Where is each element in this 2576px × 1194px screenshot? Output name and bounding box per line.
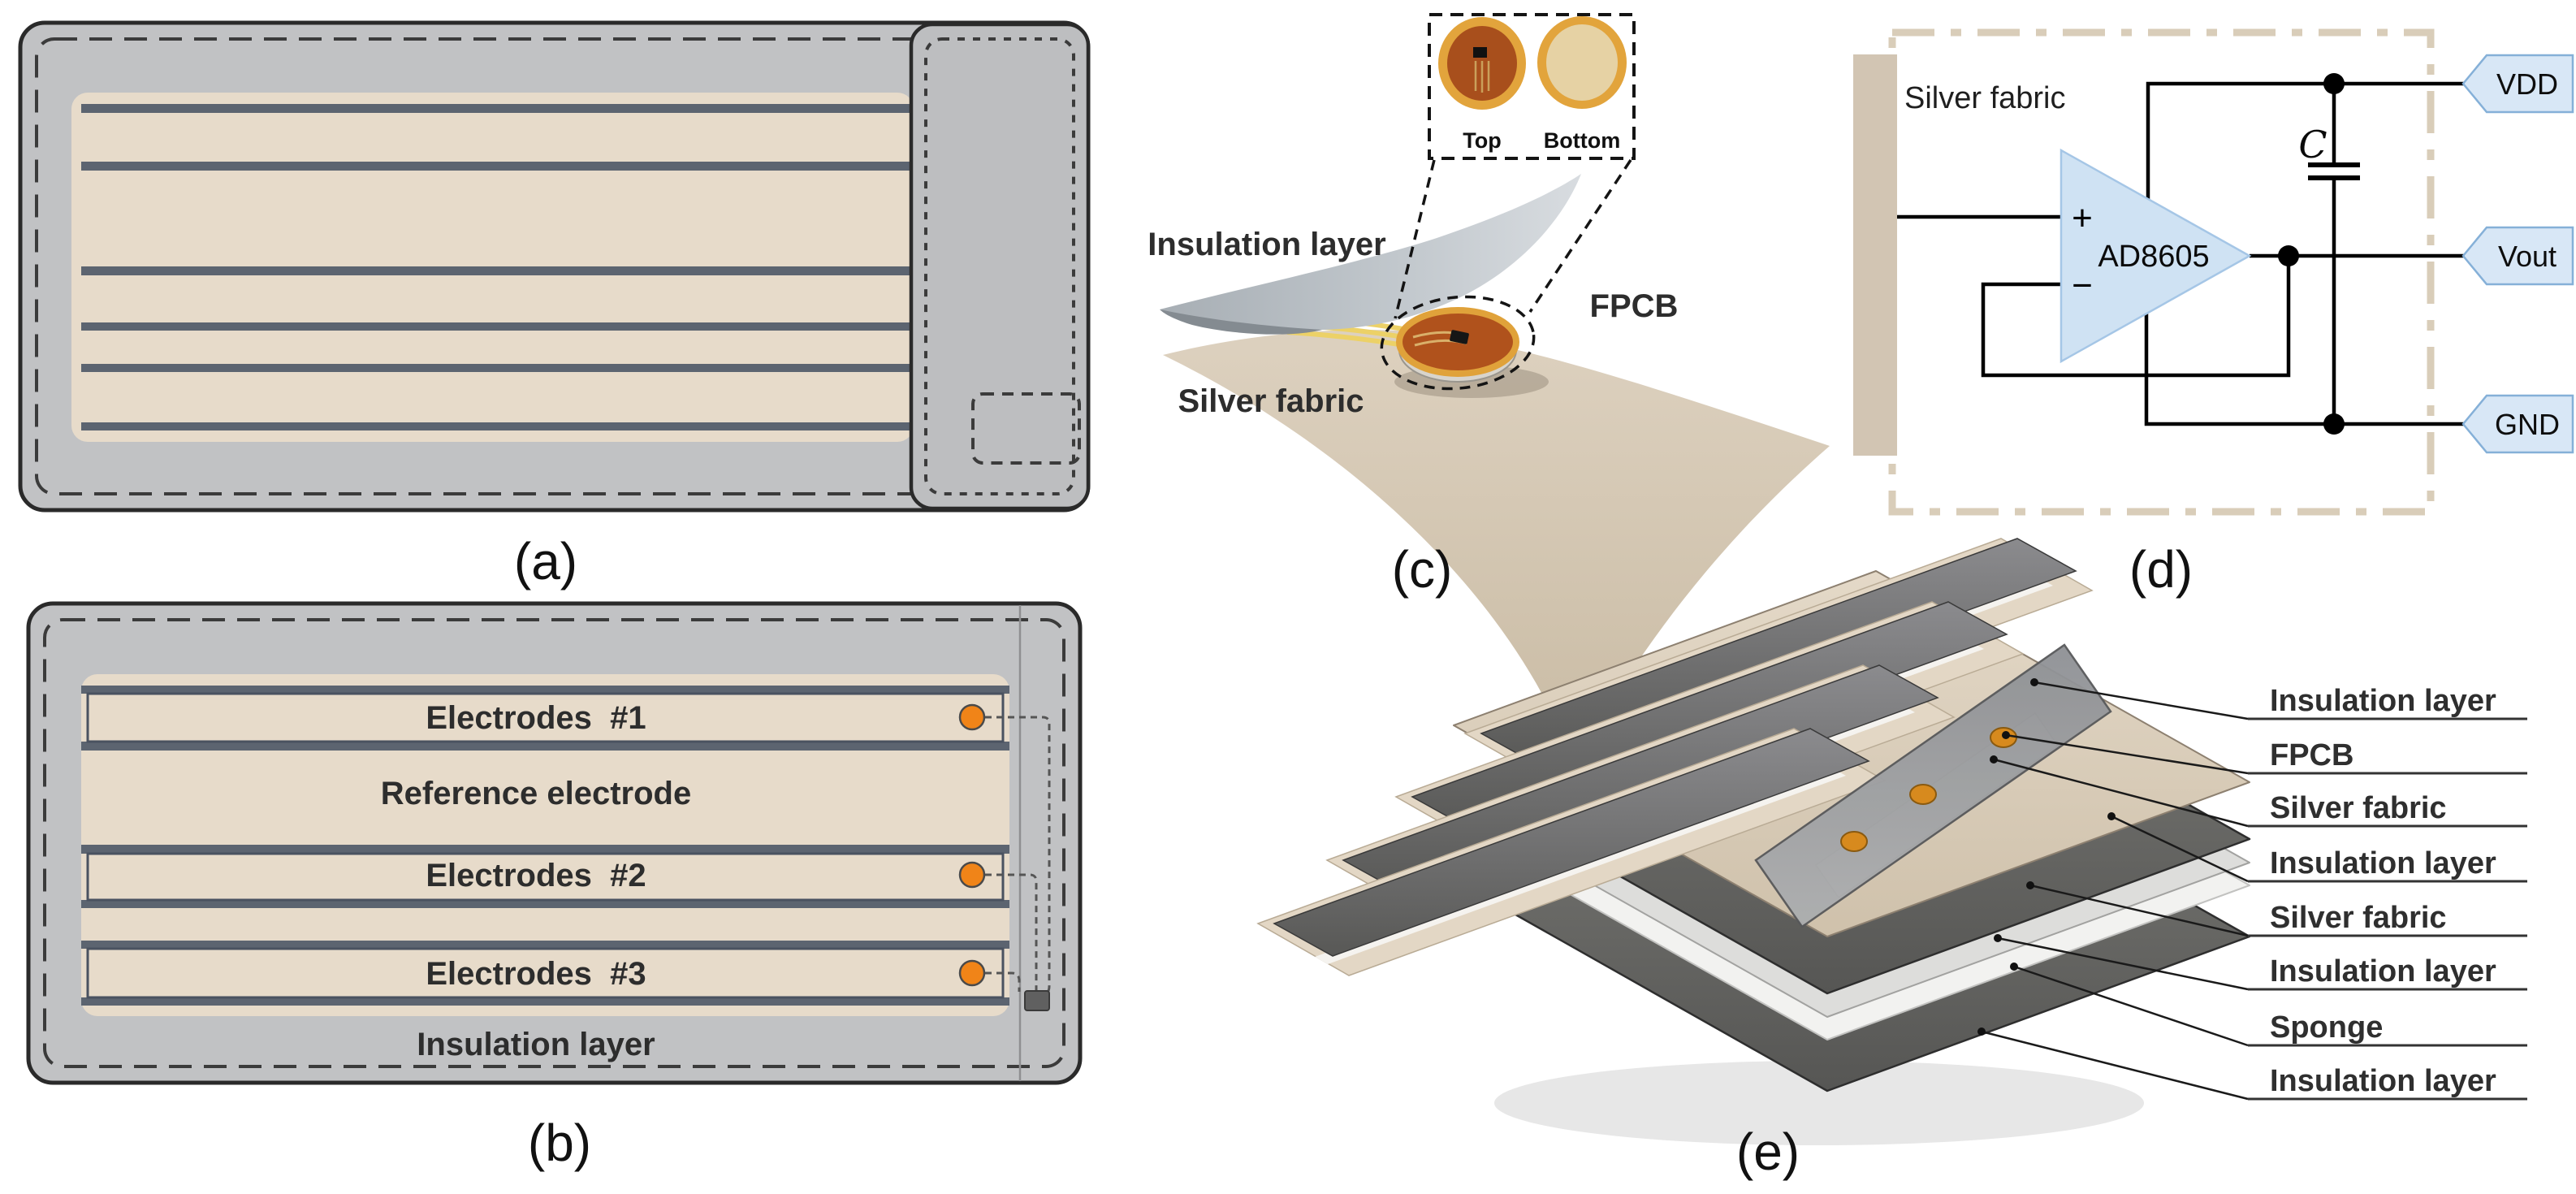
gnd-label: GND xyxy=(2495,408,2560,441)
electrodes-1-label: Electrodes #1 xyxy=(426,700,646,736)
silver-fabric-label-d: Silver fabric xyxy=(1904,81,2066,115)
pad-dot-1 xyxy=(958,703,986,731)
photo-top-view xyxy=(1438,17,1526,110)
wire-vdd-rail xyxy=(2146,81,2466,200)
opamp-part-number: AD8605 xyxy=(2098,240,2209,274)
junction-dot-output xyxy=(2278,245,2299,266)
caption-b: (b) xyxy=(528,1114,591,1172)
sensor-chip-icon xyxy=(1450,330,1469,344)
pad-dot-2 xyxy=(958,861,986,889)
layer-label-0: Insulation layer xyxy=(2270,684,2496,718)
layer-label-5: Insulation layer xyxy=(2270,954,2496,989)
photo-bottom-view xyxy=(1537,16,1627,109)
electrodes-2-label: Electrodes #2 xyxy=(426,858,646,893)
insulation-layer-label-b: Insulation layer xyxy=(417,1027,655,1062)
electrode-band-3 xyxy=(86,947,1005,999)
panel-a: (a) xyxy=(18,20,1091,591)
circuit-wires xyxy=(1897,73,2466,435)
projection-line-right xyxy=(1528,159,1632,313)
electrodes-3-label: Electrodes #3 xyxy=(426,956,646,992)
chip-icon xyxy=(1473,47,1487,58)
silver-fabric-electrode-bar xyxy=(1853,54,1897,456)
vdd-label: VDD xyxy=(2496,67,2558,101)
caption-d: (d) xyxy=(2129,540,2193,599)
port-tag-vdd: VDD xyxy=(2461,54,2574,114)
port-tag-vout: Vout xyxy=(2461,226,2574,286)
layer-label-1: FPCB xyxy=(2270,738,2353,772)
stitch-border-a xyxy=(35,37,1055,495)
wire-gnd-rail xyxy=(2144,314,2466,426)
fpcb-disc xyxy=(1396,307,1519,383)
panel-d: Silver fabric + − AD8605 C VDD xyxy=(1853,28,2574,599)
stack-shadow xyxy=(1494,1061,2144,1145)
layer-leader-lines xyxy=(1977,678,2249,1101)
fpcb-label-c: FPCB xyxy=(1590,288,1679,324)
port-tag-gnd: GND xyxy=(2461,394,2574,454)
caption-e: (e) xyxy=(1736,1123,1800,1181)
caption-a: (a) xyxy=(514,532,577,591)
junction-dot-gnd xyxy=(2323,413,2345,435)
layer-label-6: Sponge xyxy=(2270,1010,2383,1045)
vout-label: Vout xyxy=(2498,240,2557,273)
connector-flap-a xyxy=(909,22,1091,511)
electrode-bars-a xyxy=(81,104,911,430)
electrode-band-1 xyxy=(86,692,1005,743)
layer-labels: Insulation layer FPCB Silver fabric Insu… xyxy=(2248,684,2527,1101)
layer-label-2: Silver fabric xyxy=(2270,791,2447,825)
insulation-layer-label-c: Insulation layer xyxy=(1148,227,1385,262)
electrode-strip-rows xyxy=(1256,538,2094,976)
connector-plug-b xyxy=(1024,990,1050,1011)
layer-label-4: Silver fabric xyxy=(2270,901,2447,935)
insulation-blade xyxy=(1160,174,1581,330)
wire-feedback xyxy=(1981,256,2291,378)
opamp-plus-sign: + xyxy=(2072,198,2093,238)
projection-line-left xyxy=(1394,159,1436,319)
connector-window-a xyxy=(971,392,1081,465)
electrode-band-2 xyxy=(86,852,1005,902)
opamp-triangle xyxy=(2060,148,2252,364)
panel-b: Electrodes #1 Reference electrode Electr… xyxy=(26,601,1083,1172)
junction-dot-vdd xyxy=(2323,73,2345,94)
insulation-ribbon xyxy=(1754,643,2112,928)
silver-fabric-label-c: Silver fabric xyxy=(1178,383,1364,419)
capacitor-label: C xyxy=(2298,123,2327,167)
stitch-border-b xyxy=(43,618,1065,1068)
pad-dot-3 xyxy=(958,959,986,987)
inset-top-label: Top xyxy=(1463,128,1501,153)
electrode-bars-b xyxy=(81,686,1009,1006)
fpcb-highlight-ellipse xyxy=(1380,295,1536,391)
layer-label-7: Insulation layer xyxy=(2270,1064,2496,1098)
opamp-minus-sign: − xyxy=(2072,266,2093,305)
layer-label-3: Insulation layer xyxy=(2270,846,2496,880)
reference-electrode-label: Reference electrode xyxy=(381,776,691,811)
inset-bottom-label: Bottom xyxy=(1544,128,1620,153)
silver-fabric-sheet xyxy=(1163,330,1830,765)
insulation-blade-underside xyxy=(1160,309,1322,335)
fpcb-pads xyxy=(1840,727,2017,852)
caption-c: (c) xyxy=(1392,540,1453,599)
panel-c: Top Bottom Insulation layer FPCB Silver … xyxy=(1148,13,1830,765)
panel-e: Insulation layer FPCB Silver fabric Insu… xyxy=(1256,538,2527,1181)
